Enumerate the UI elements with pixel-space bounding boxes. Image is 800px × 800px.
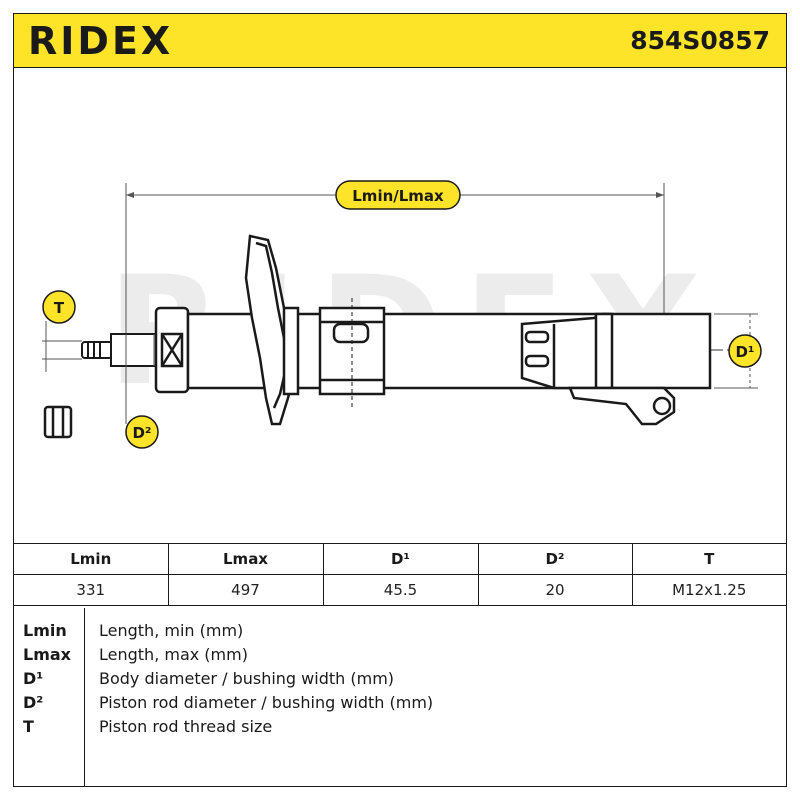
spec-header-d2: D² [477, 543, 633, 575]
body-diameter-dimension: D¹ [714, 313, 762, 389]
legend-key: D² [23, 693, 44, 712]
body-collar [318, 298, 386, 408]
spec-header-lmax: Lmax [167, 543, 324, 575]
body-diameter-label: D¹ [735, 343, 754, 361]
spec-table: Lmin Lmax D¹ D² T 331 497 45.5 20 M12x1.… [14, 543, 786, 606]
length-dimension: Lmin/Lmax [125, 180, 665, 363]
length-label: Lmin/Lmax [352, 187, 444, 205]
rod-diameter-badge [125, 415, 159, 449]
spec-value-d1: 45.5 [322, 574, 479, 606]
legend-text: Piston rod diameter / bushing width (mm) [99, 693, 434, 712]
shock-absorber-diagram: RIDEX Lmin/Lmax [42, 180, 762, 449]
thread-label: T [54, 299, 65, 317]
spec-header-d1: D¹ [322, 543, 479, 575]
legend-item: Lmin Length, min (mm) [14, 619, 786, 643]
legend-key: Lmax [23, 645, 71, 664]
spec-value-lmax: 497 [167, 574, 324, 606]
legend-text: Length, min (mm) [99, 621, 244, 640]
thread-badge [42, 290, 76, 324]
legend-key: T [23, 717, 34, 736]
nut-icon [43, 405, 73, 439]
legend-text: Piston rod thread size [99, 717, 273, 736]
legend-item: Lmax Length, max (mm) [14, 643, 786, 667]
legend-divider [84, 608, 85, 786]
spec-value-d2: 20 [477, 574, 633, 606]
spec-header-row: Lmin Lmax D¹ D² T [14, 543, 786, 575]
thread-dimension: T [42, 290, 82, 372]
rod-diameter-dimension: D² [125, 334, 159, 449]
spec-value-row: 331 497 45.5 20 M12x1.25 [14, 574, 786, 606]
part-number: 854S0857 [630, 26, 770, 55]
legend-text: Body diameter / bushing width (mm) [99, 669, 395, 688]
spec-value-lmin: 331 [14, 574, 169, 606]
legend-item: D² Piston rod diameter / bushing width (… [14, 691, 786, 715]
legend: Lmin Length, min (mm) Lmax Length, max (… [14, 608, 786, 786]
spec-header-lmin: Lmin [14, 543, 169, 575]
spec-value-t: M12x1.25 [631, 574, 786, 606]
legend-item: D¹ Body diameter / bushing width (mm) [14, 667, 786, 691]
datasheet-frame: RIDEX 854S0857 RIDEX Lmin/Lmax [13, 13, 787, 787]
body-diameter-badge [728, 334, 762, 368]
length-label-badge [335, 180, 461, 210]
lower-bracket [520, 312, 676, 426]
spec-header-t: T [631, 543, 786, 575]
legend-text: Length, max (mm) [99, 645, 248, 664]
legend-key: Lmin [23, 621, 67, 640]
legend-key: D¹ [23, 669, 44, 688]
legend-item: T Piston rod thread size [14, 715, 786, 739]
brand-logo: RIDEX [28, 19, 174, 63]
top-mount [154, 306, 190, 394]
piston-rod [81, 333, 158, 367]
rod-diameter-label: D² [132, 424, 151, 442]
header-bar: RIDEX 854S0857 [14, 14, 786, 68]
spring-seat [244, 234, 300, 426]
